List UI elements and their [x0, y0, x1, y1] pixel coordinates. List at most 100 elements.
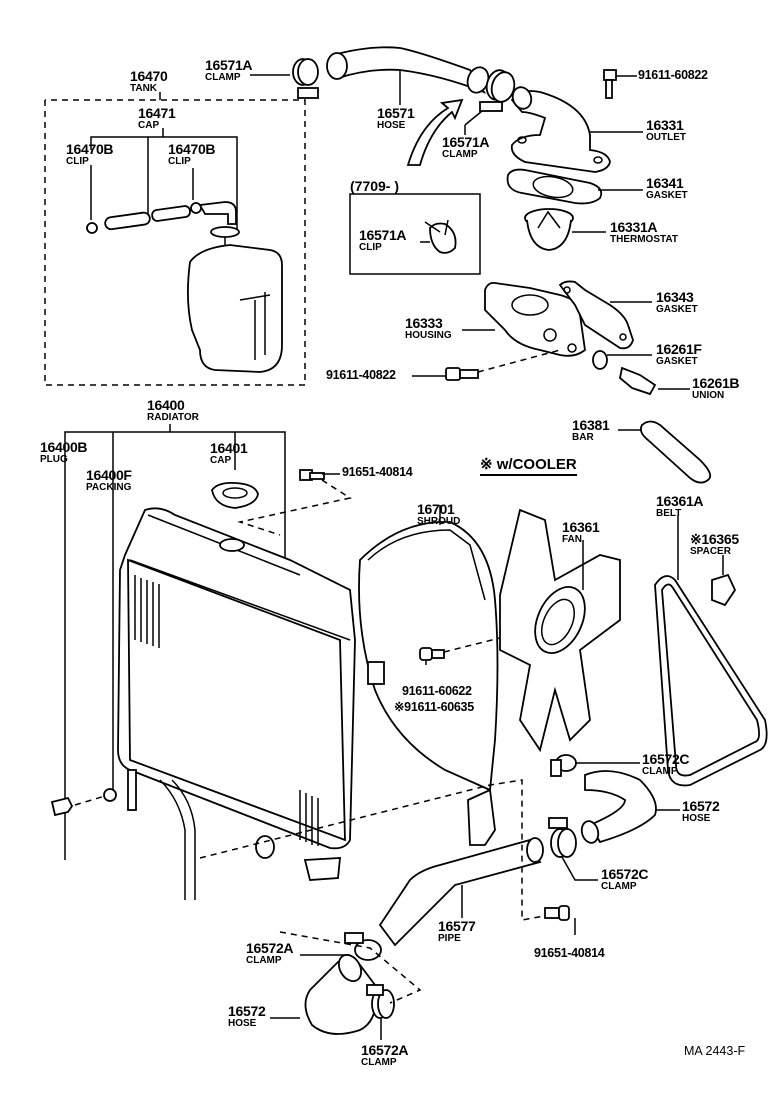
- part-number: 16400F: [86, 467, 132, 483]
- label-16572-right: 16572 HOSE: [682, 798, 720, 824]
- drain-plug: [50, 795, 106, 817]
- part-name: CLAMP: [361, 1057, 397, 1068]
- part-name: PIPE: [438, 933, 461, 944]
- part-number: 16571A: [442, 134, 490, 150]
- part-name: BELT: [656, 508, 682, 519]
- part-name: GASKET: [646, 190, 688, 201]
- part-number: 16470: [130, 68, 168, 84]
- part-number: 16361: [562, 519, 600, 535]
- part-name: GASKET: [656, 356, 698, 367]
- clamp-top: [292, 58, 319, 99]
- label-16261b: 16261B UNION: [692, 376, 740, 401]
- part-name: OUTLET: [646, 132, 686, 143]
- part-number: 16341: [646, 175, 684, 191]
- guide-line-lower: [279, 931, 422, 1004]
- label-16331: 16331 OUTLET: [646, 118, 686, 143]
- water-pipe: [378, 788, 544, 947]
- label-16572-left: 16572 HOSE: [228, 1004, 266, 1029]
- label-91651-40814-top: 91651-40814: [342, 465, 413, 479]
- clamp-16572c-top: [550, 754, 640, 777]
- part-name: HOUSING: [405, 330, 452, 341]
- label-16572c-bottom: 16572C CLAMP: [601, 866, 649, 892]
- part-number: 16333: [405, 315, 443, 331]
- part-number: 16331A: [610, 219, 658, 235]
- part-number: 16571A: [359, 227, 407, 243]
- label-16470b-right: 16470B CLIP: [168, 141, 216, 167]
- bolt-91611-60822: [603, 69, 637, 99]
- guide-line-pipe: [199, 779, 551, 921]
- upper-hose: [326, 46, 490, 105]
- bolt-91651-40814-top: [237, 469, 352, 536]
- label-16331a: 16331A THERMOSTAT: [610, 220, 678, 245]
- radiator-cap: [211, 481, 259, 509]
- flow-arrow: [406, 98, 464, 166]
- thermostat: [524, 208, 606, 251]
- part-name: UNION: [692, 390, 725, 401]
- label-16361: 16361 FAN: [562, 519, 600, 545]
- part-number: 16361A: [656, 493, 704, 509]
- part-name: CAP: [210, 455, 232, 466]
- part-name: CLAMP: [642, 766, 678, 777]
- label-16261f: 16261F GASKET: [656, 342, 702, 367]
- part-number: 16400: [147, 397, 185, 413]
- label-16381: 16381 BAR: [572, 417, 610, 443]
- part-name: CLAMP: [601, 881, 637, 892]
- part-number: 16471: [138, 105, 176, 121]
- part-name: FAN: [562, 534, 582, 545]
- label-91651-40814-bottom: 91651-40814: [534, 946, 605, 960]
- part-name: BAR: [572, 432, 594, 443]
- part-name: CLIP: [168, 156, 191, 167]
- label-16471: 16471 CAP: [138, 105, 176, 131]
- part-number: 16572A: [246, 940, 294, 956]
- label-16470: 16470 TANK: [130, 68, 168, 94]
- label-16343: 16343 GASKET: [656, 290, 698, 315]
- part-number: 16571: [377, 105, 415, 121]
- label-16361a: 16361A BELT: [656, 493, 704, 519]
- bolt-91651-40814-bottom: [544, 905, 576, 935]
- union-gasket: [592, 350, 652, 370]
- label-91611-60622: 91611-60622: [402, 684, 472, 698]
- part-name: RADIATOR: [147, 412, 199, 423]
- part-number: 16572A: [361, 1042, 409, 1058]
- part-number: ※16365: [690, 531, 739, 547]
- date-range: (7709- ): [350, 178, 400, 194]
- part-name: HOSE: [377, 120, 406, 131]
- part-name: PLUG: [40, 454, 68, 465]
- diagram-code: MA 2443-F: [684, 1044, 746, 1058]
- part-number: 16400B: [40, 439, 88, 455]
- part-number: 16572C: [642, 751, 690, 767]
- lower-hose-right: [580, 770, 680, 844]
- union: [619, 366, 690, 396]
- part-name: CAP: [138, 120, 160, 131]
- part-name: CLAMP: [442, 149, 478, 160]
- part-number: 16381: [572, 417, 610, 433]
- clamp-16572c-bottom: [548, 817, 598, 881]
- part-number: 16470B: [66, 141, 114, 157]
- part-name: GASKET: [656, 304, 698, 315]
- part-number: 16572C: [601, 866, 649, 882]
- label-16401: 16401 CAP: [210, 440, 248, 466]
- part-name: HOSE: [682, 813, 711, 824]
- label-91611-40822: 91611-40822: [326, 368, 396, 382]
- part-number: 16470B: [168, 141, 216, 157]
- fan-belt: [654, 515, 768, 787]
- clamp-16572a-bottom: [366, 984, 395, 1040]
- part-name: CLAMP: [205, 72, 241, 83]
- part-number: 16331: [646, 117, 684, 133]
- radiator: [117, 507, 356, 900]
- label-16571a-clip: 16571A CLIP: [359, 227, 407, 253]
- label-16571: 16571 HOSE: [377, 105, 415, 131]
- bar: [618, 420, 712, 484]
- part-number: 16572: [682, 798, 720, 814]
- part-name: CLAMP: [246, 955, 282, 966]
- part-name: SHROUD: [417, 516, 461, 527]
- part-number: 16261F: [656, 341, 702, 357]
- label-16571a-mid: 16571A CLAMP: [442, 134, 490, 160]
- thermostat-housing: [462, 281, 586, 357]
- bolt-91611-40822: [412, 349, 561, 381]
- part-number: 16401: [210, 440, 248, 456]
- part-name: HOSE: [228, 1018, 257, 1029]
- packing: [103, 788, 117, 802]
